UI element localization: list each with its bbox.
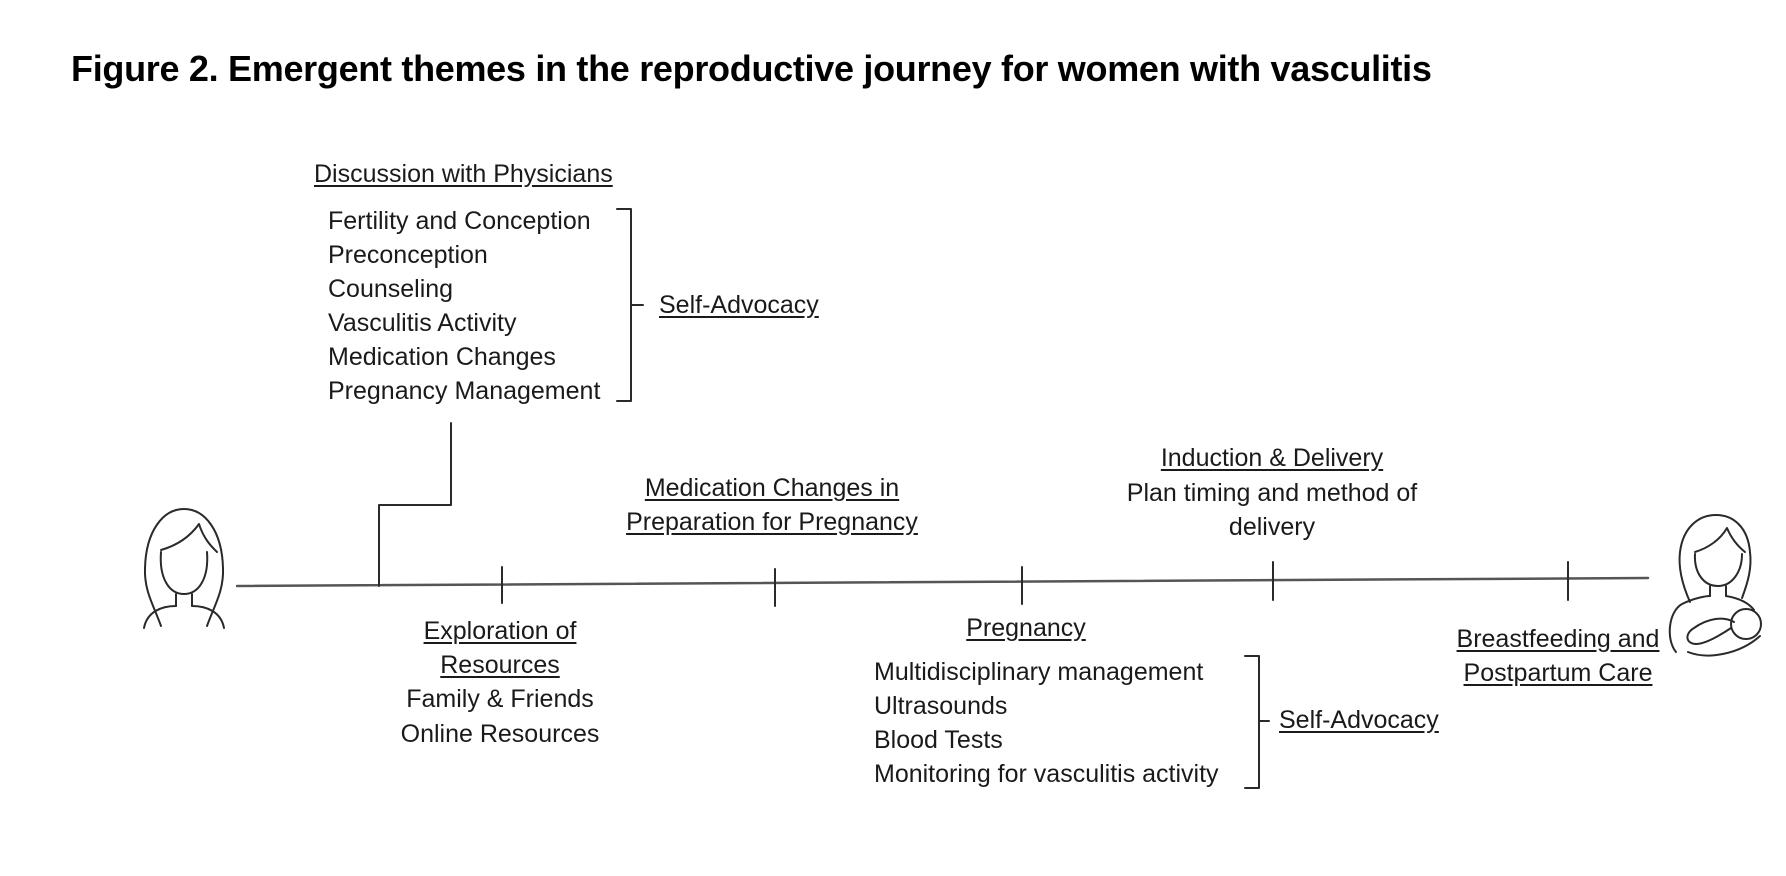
exploration-item: Online Resources <box>400 720 600 748</box>
pregnancy-list: Multidisciplinary management Ultrasounds… <box>874 655 1219 791</box>
discussion-connector <box>378 422 452 587</box>
discussion-heading: Discussion with Physicians <box>314 160 613 188</box>
induction-line2: delivery <box>1228 513 1316 541</box>
medication-changes-line1: Medication Changes in <box>644 474 900 502</box>
pregnancy-item: Ultrasounds <box>874 692 1008 720</box>
medication-changes-line2: Preparation for Pregnancy <box>626 508 918 536</box>
discussion-item: Pregnancy Management <box>328 377 601 405</box>
pregnancy-item: Monitoring for vasculitis activity <box>874 760 1219 788</box>
breastfeeding-line1: Breastfeeding and <box>1456 625 1660 653</box>
discussion-bracket <box>616 208 644 402</box>
discussion-item: Counseling <box>328 275 454 303</box>
discussion-list: Fertility and Conception Preconception C… <box>328 204 600 408</box>
discussion-item: Fertility and Conception <box>328 207 591 235</box>
discussion-self-advocacy: Self-Advocacy <box>659 291 819 319</box>
discussion-item: Vasculitis Activity <box>328 309 517 337</box>
induction-line1: Plan timing and method of <box>1126 479 1418 507</box>
figure-title: Figure 2. Emergent themes in the reprodu… <box>71 48 1432 89</box>
timeline-line <box>235 576 1650 588</box>
woman-icon <box>143 508 225 629</box>
exploration-heading-line2: Resources <box>440 651 560 679</box>
mother-with-baby-icon <box>1668 514 1762 657</box>
exploration-item: Family & Friends <box>406 685 594 713</box>
discussion-item: Preconception <box>328 241 488 269</box>
pregnancy-item: Blood Tests <box>874 726 1003 754</box>
pregnancy-self-advocacy: Self-Advocacy <box>1279 706 1439 734</box>
pregnancy-bracket <box>1244 655 1270 789</box>
induction-heading: Induction & Delivery <box>1160 444 1384 472</box>
discussion-item: Medication Changes <box>328 343 556 371</box>
pregnancy-heading: Pregnancy <box>966 614 1086 642</box>
exploration-heading-line1: Exploration of <box>423 617 577 645</box>
pregnancy-item: Multidisciplinary management <box>874 658 1204 686</box>
breastfeeding-line2: Postpartum Care <box>1463 659 1653 687</box>
